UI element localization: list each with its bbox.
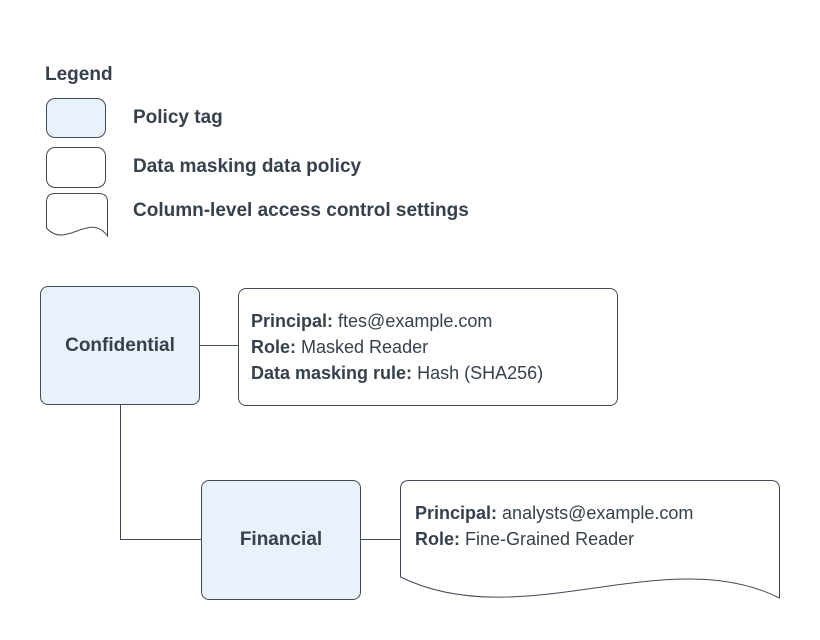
policy-tag-swatch-icon xyxy=(46,98,106,138)
policy-tag-financial-label: Financial xyxy=(239,529,323,550)
access-settings-role-line: Role: Fine-Grained Reader xyxy=(415,526,693,552)
role-value: Masked Reader xyxy=(301,337,429,357)
legend-label-data-policy: Data masking data policy xyxy=(133,156,362,177)
masking-rule-value: Hash (SHA256) xyxy=(417,363,544,383)
data-masking-policy-box: Principal: ftes@example.com Role: Masked… xyxy=(238,288,618,406)
role-label: Role: xyxy=(415,529,460,549)
legend-label-policy-tag: Policy tag xyxy=(133,107,223,128)
masking-policy-role-line: Role: Masked Reader xyxy=(251,334,617,360)
legend-title: Legend xyxy=(45,64,113,85)
connector-confidential-to-financial xyxy=(120,405,201,540)
document-shape xyxy=(400,480,780,599)
policy-tag-financial: Financial xyxy=(201,480,361,600)
masking-policy-rule-line: Data masking rule: Hash (SHA256) xyxy=(251,360,617,386)
masking-policy-principal-line: Principal: ftes@example.com xyxy=(251,308,617,334)
data-policy-swatch-icon xyxy=(46,147,106,188)
policy-tag-confidential-label: Confidential xyxy=(65,334,175,356)
principal-value: analysts@example.com xyxy=(502,503,694,523)
role-value: Fine-Grained Reader xyxy=(465,529,635,549)
principal-value: ftes@example.com xyxy=(338,311,493,331)
access-settings-principal-line: Principal: analysts@example.com xyxy=(415,500,693,526)
access-settings-text: Principal: analysts@example.com Role: Fi… xyxy=(415,500,693,552)
legend-label-access-settings: Column-level access control settings xyxy=(133,200,469,221)
masking-rule-label: Data masking rule: xyxy=(251,363,413,383)
document-swatch-icon xyxy=(46,193,108,238)
principal-label: Principal: xyxy=(251,311,334,331)
access-control-settings-box: Principal: analysts@example.com Role: Fi… xyxy=(400,480,780,606)
role-label: Role: xyxy=(251,337,296,357)
policy-tag-confidential: Confidential xyxy=(40,286,200,405)
principal-label: Principal: xyxy=(415,503,498,523)
